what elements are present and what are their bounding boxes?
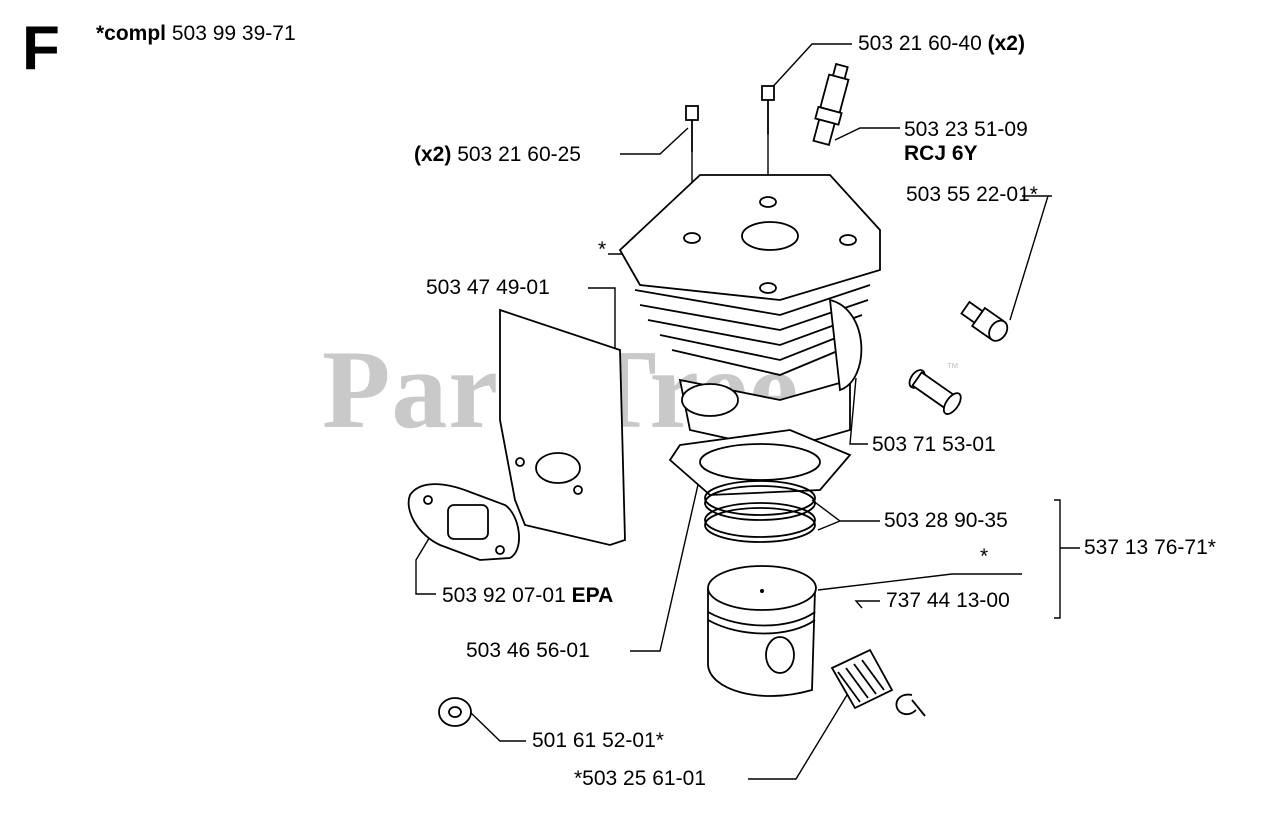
needle-bearing-icon (830, 648, 894, 710)
callout-piston-kit[interactable]: 537 13 76-71* (1084, 536, 1216, 560)
callout-spark-plug[interactable]: 503 23 51-09 RCJ 6Y (904, 118, 1028, 166)
part-number: 503 92 07-01 (442, 584, 566, 607)
spark-plug-icon (812, 62, 850, 147)
callout-decompression-valve[interactable]: 503 55 22-01* (906, 183, 1038, 207)
part-number: 503 47 49-01 (426, 276, 550, 299)
asterisk: * (598, 238, 607, 261)
callout-connector[interactable]: 503 71 53-01 (872, 433, 996, 457)
heat-shield-icon (499, 308, 626, 546)
circlip-icon (895, 693, 926, 717)
callout-piston-mark: * (980, 545, 988, 569)
callout-cylinder-mark: * (598, 238, 606, 262)
decompression-valve-icon (960, 300, 1009, 342)
part-number: 503 71 53-01 (872, 433, 996, 456)
callout-piston-rings[interactable]: 503 28 90-35 (884, 509, 1008, 533)
part-number: 537 13 76-71* (1084, 536, 1216, 559)
quantity: (x2) (414, 143, 452, 166)
plug-code: RCJ 6Y (904, 142, 978, 165)
callout-muffler-gasket[interactable]: 503 92 07-01 EPA (442, 584, 613, 608)
watermark-trademark: ™ (946, 360, 959, 375)
compl-prefix: *compl (96, 22, 167, 45)
plug-icon (438, 697, 472, 727)
callout-screw-left[interactable]: (x2) 503 21 60-25 (414, 143, 581, 167)
part-number: 503 21 60-40 (858, 32, 982, 55)
cylinder-icon (618, 174, 881, 451)
muffler-gasket-icon (407, 483, 520, 561)
screw-top-icon (761, 85, 775, 134)
callout-heat-shield[interactable]: 503 47 49-01 (426, 276, 550, 300)
callout-screw-top[interactable]: 503 21 60-40 (x2) (858, 32, 1025, 56)
callout-cylinder-gasket[interactable]: 503 46 56-01 (466, 639, 590, 663)
part-number: 503 21 60-25 (457, 143, 581, 166)
piston-icon (707, 565, 817, 697)
part-number: 503 46 56-01 (466, 639, 590, 662)
cylinder-gasket-icon (668, 429, 852, 496)
piston-rings-icon (704, 480, 816, 543)
part-number: 501 61 52-01* (532, 729, 664, 752)
part-number: *503 25 61-01 (574, 767, 706, 790)
callout-needle-bearing[interactable]: *503 25 61-01 (574, 767, 706, 791)
callout-plug[interactable]: 501 61 52-01* (532, 729, 664, 753)
screw-left-icon (685, 105, 699, 152)
asterisk: * (980, 545, 989, 568)
epa-tag: EPA (571, 584, 614, 607)
part-number: 503 23 51-09 (904, 118, 1028, 141)
complete-assembly-label: *compl 503 99 39-71 (96, 22, 296, 46)
part-number: 737 44 13-00 (886, 589, 1010, 612)
section-letter: F (22, 14, 60, 83)
callout-circlip[interactable]: 737 44 13-00 (886, 589, 1010, 613)
connector-icon (908, 369, 962, 415)
part-number: 503 55 22-01* (906, 183, 1038, 206)
quantity: (x2) (987, 32, 1025, 55)
compl-number: 503 99 39-71 (171, 22, 296, 45)
part-number: 503 28 90-35 (884, 509, 1008, 532)
